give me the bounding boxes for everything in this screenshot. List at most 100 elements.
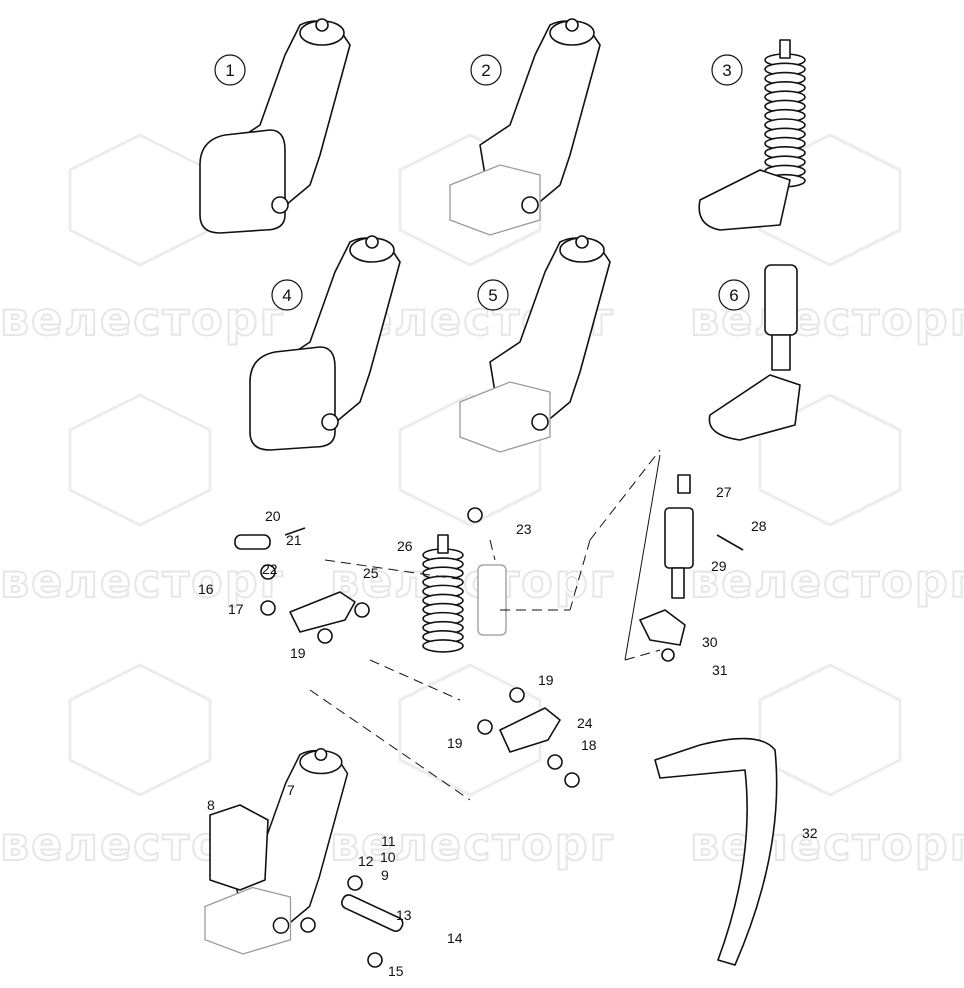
part-29-cylinder: [664, 507, 694, 569]
assembly-callout: [711, 54, 743, 86]
cylinder-ghost: [477, 564, 507, 636]
assembly-3-arm: [698, 169, 791, 231]
bushing: [477, 719, 493, 735]
assembly-2: [449, 18, 601, 236]
shank-foot: [449, 164, 541, 236]
assembly-callout: [214, 54, 246, 86]
assembly-line: [369, 659, 461, 701]
assembly-3-spring: [764, 39, 806, 188]
part-7-shank: [204, 748, 349, 955]
part-label-19: 19: [538, 672, 554, 688]
part-label-14: 14: [447, 930, 463, 946]
watermark-logo: [398, 133, 542, 267]
part-label-28: 28: [751, 518, 767, 534]
part-label-32: 32: [802, 825, 818, 841]
bracket-line: [624, 454, 661, 661]
assembly-callout: [470, 54, 502, 86]
assembly-1: [199, 18, 351, 234]
part-26-spring: [422, 534, 464, 653]
assembly-6-cylinder: [764, 264, 798, 336]
bushing: [367, 952, 383, 968]
pivot-bolt: [521, 196, 539, 214]
part-label-15: 15: [388, 963, 404, 979]
assembly-callout: [477, 279, 509, 311]
watermark-logo: [398, 663, 542, 797]
shank-bolt: [314, 748, 328, 761]
assembly-callout: [718, 279, 750, 311]
pivot-bolt: [272, 917, 290, 934]
shank-box: [199, 129, 286, 234]
assembly-line: [489, 539, 496, 561]
part-28-pin: [716, 534, 744, 551]
part-31-nut: [661, 648, 675, 662]
part-label-19: 19: [447, 735, 463, 751]
shank-bolt: [365, 235, 379, 249]
watermark-text: велесторг: [690, 554, 964, 608]
part-20-pin: [234, 534, 271, 550]
part-21-bolt: [284, 527, 306, 536]
part-label-27: 27: [716, 484, 732, 500]
watermark-text: велесторг: [330, 554, 616, 608]
part-label-12: 12: [358, 853, 374, 869]
watermark-text: велесторг: [330, 817, 616, 871]
spring-coil: [422, 639, 464, 653]
watermark-logo: [68, 133, 212, 267]
bushing: [260, 564, 276, 580]
shank-box: [249, 346, 336, 451]
part-13-pin: [341, 894, 404, 932]
part-label-17: 17: [228, 601, 244, 617]
part-label-21: 21: [286, 532, 302, 548]
bushing: [300, 917, 316, 933]
assembly-line: [624, 649, 661, 661]
part-27-fitting: [677, 474, 691, 494]
bushing: [260, 600, 276, 616]
part-label-10: 10: [380, 849, 396, 865]
shank-bolt: [315, 18, 329, 32]
pivot-bolt: [271, 196, 289, 214]
watermark-text: велесторг: [0, 292, 286, 346]
part-label-23: 23: [516, 521, 532, 537]
spring-rod: [437, 534, 449, 554]
assembly-6-arm: [708, 374, 801, 441]
assembly-callout: [271, 279, 303, 311]
part-label-13: 13: [396, 907, 412, 923]
assembly-line: [589, 449, 661, 541]
bushing: [347, 875, 363, 891]
leader-lines: [309, 449, 661, 801]
parts-drawings: [199, 18, 806, 968]
part-label-16: 16: [198, 581, 214, 597]
shank-foot: [459, 381, 551, 453]
assembly-label-3: 3: [722, 61, 731, 80]
assembly-4: [249, 235, 401, 451]
part-label-26: 26: [397, 538, 413, 554]
watermark-logo: [758, 133, 902, 267]
part-label-8: 8: [207, 797, 215, 813]
watermark-layer: велесторг велесторг велесторг велесторг веле…: [0, 133, 964, 872]
bushing: [467, 507, 483, 523]
spring-rod: [779, 39, 791, 59]
part-label-9: 9: [381, 867, 389, 883]
part-25-link: [289, 591, 356, 633]
assembly-label-2: 2: [481, 61, 490, 80]
assembly-6-rod: [771, 334, 791, 371]
part-label-11: 11: [381, 833, 396, 849]
part-label-31: 31: [712, 662, 728, 678]
assembly-label-4: 4: [282, 286, 291, 305]
pivot-bolt: [321, 413, 339, 431]
assembly-label-5: 5: [488, 286, 497, 305]
watermark-logo: [758, 663, 902, 797]
part-29-rod: [671, 567, 685, 599]
part-24-link: [499, 707, 561, 753]
part-label-19: 19: [290, 645, 306, 661]
shank-bolt: [565, 18, 579, 32]
bushing: [509, 687, 525, 703]
watermark-text: велесторг: [690, 817, 964, 871]
part-label-7: 7: [287, 782, 295, 798]
shank-foot: [204, 886, 292, 955]
part-label-30: 30: [702, 634, 718, 650]
bushing: [547, 754, 563, 770]
part-30-clevis: [639, 609, 686, 646]
assembly-label-6: 6: [729, 286, 738, 305]
